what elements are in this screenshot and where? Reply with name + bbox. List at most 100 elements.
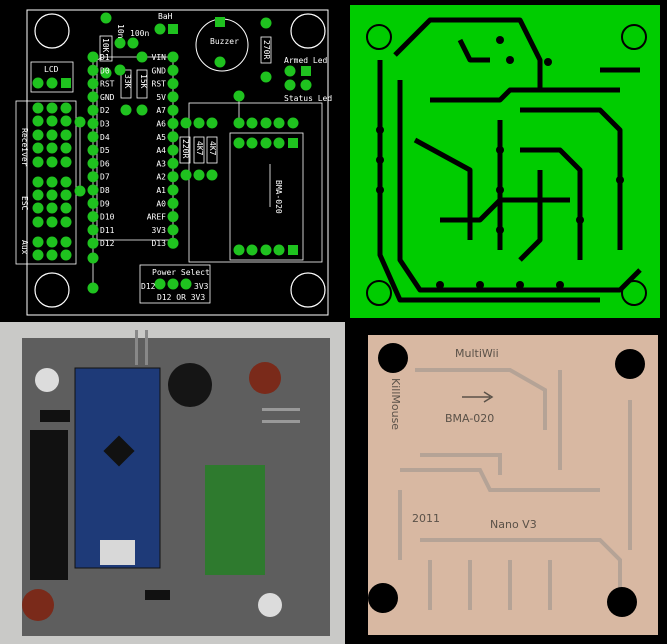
- pad: [60, 189, 72, 201]
- nano-pin-label: 5V: [156, 93, 166, 102]
- pad: [87, 144, 99, 156]
- resistor-220r: [179, 136, 191, 164]
- pad: [167, 78, 179, 90]
- pad: [167, 51, 179, 63]
- pad: [100, 67, 112, 79]
- resistor-33k: [120, 69, 132, 99]
- pad: [288, 138, 298, 148]
- esc-label: ESC: [20, 196, 29, 211]
- pad: [60, 176, 72, 188]
- pad: [136, 104, 148, 116]
- nano-pin-label: D4: [100, 133, 110, 142]
- nano-pin-label: D10: [100, 213, 115, 222]
- pad: [87, 171, 99, 183]
- pad: [260, 117, 272, 129]
- buzzer-label: Buzzer: [210, 37, 239, 46]
- nano-pin-label: D7: [100, 173, 110, 182]
- nano-pin-label: D12: [100, 239, 115, 248]
- pad: [301, 66, 311, 76]
- pad: [206, 117, 218, 129]
- nano-pin-label: A7: [156, 106, 166, 115]
- pad: [60, 216, 72, 228]
- usb-connector: [100, 540, 135, 565]
- nano-pin-label: D11: [100, 226, 115, 235]
- pad: [167, 104, 179, 116]
- lcd-box: [30, 61, 74, 93]
- pad: [46, 129, 58, 141]
- nano-pin-label: A4: [156, 146, 166, 155]
- nano-pin-label: D13: [152, 239, 167, 248]
- pad: [214, 56, 226, 68]
- pad: [167, 157, 179, 169]
- arrow-icon: [462, 391, 494, 403]
- pad: [32, 189, 44, 201]
- resistor-270r: [260, 36, 272, 64]
- pad: [206, 169, 218, 181]
- pad: [233, 90, 245, 102]
- pad: [46, 102, 58, 114]
- pad: [60, 236, 72, 248]
- pad: [136, 51, 148, 63]
- pad: [127, 37, 139, 49]
- pad: [233, 137, 245, 149]
- pad: [167, 91, 179, 103]
- nano-pin-label: 3V3: [152, 226, 167, 235]
- pad: [215, 17, 225, 27]
- power-select-label: Power Select: [152, 268, 210, 277]
- pad: [60, 156, 72, 168]
- pad: [46, 236, 58, 248]
- pad: [273, 244, 285, 256]
- header-pin: [135, 330, 138, 365]
- pad: [32, 176, 44, 188]
- resistor-15k: [136, 69, 148, 99]
- nano-pin-label: A3: [156, 159, 166, 168]
- mounting-hole: [258, 593, 282, 617]
- pad: [46, 249, 58, 261]
- pad: [87, 211, 99, 223]
- res-220r-label: 220R: [181, 139, 190, 158]
- pad: [273, 137, 285, 149]
- pad-group: [32, 12, 312, 294]
- pad: [246, 137, 258, 149]
- pad: [167, 224, 179, 236]
- power-select-caption: D12 OR 3V3: [157, 293, 205, 302]
- pad: [233, 244, 245, 256]
- arduino-nano: [74, 367, 161, 569]
- res-15k-label: 15K: [139, 74, 148, 89]
- pad: [60, 129, 72, 141]
- res-4k7-a-label: 4K7: [195, 141, 204, 156]
- header-pin: [262, 408, 300, 411]
- pad: [87, 78, 99, 90]
- bma-module-box: [188, 102, 323, 263]
- pad: [32, 216, 44, 228]
- res-10k-label: 10K: [101, 38, 110, 53]
- nano-pin-label: D9: [100, 199, 110, 208]
- pad: [60, 115, 72, 127]
- pad: [87, 104, 99, 116]
- pad: [233, 117, 245, 129]
- resistor-4k7-a: [193, 136, 205, 164]
- bma-label: BMA-020: [274, 180, 283, 214]
- pad: [60, 249, 72, 261]
- pad: [46, 176, 58, 188]
- pad: [32, 129, 44, 141]
- pcb-layout-view: Buzzer LCD Receiver ESC Aux Armed Led St…: [15, 9, 332, 316]
- pad: [167, 144, 179, 156]
- pad: [260, 137, 272, 149]
- nano-pin-label: RST: [100, 80, 115, 89]
- nano-v3-text: Nano V3: [490, 518, 537, 531]
- pad: [193, 117, 205, 129]
- buzzer: [168, 363, 212, 407]
- pad: [167, 211, 179, 223]
- pad: [87, 184, 99, 196]
- rubber-standoff: [249, 362, 281, 394]
- board-outline: [26, 9, 329, 316]
- pad: [46, 77, 58, 89]
- pad: [167, 131, 179, 143]
- pad: [87, 224, 99, 236]
- nano-pin-label: D5: [100, 146, 110, 155]
- pad: [288, 245, 298, 255]
- pad: [87, 51, 99, 63]
- nano-pin-label: D0: [100, 66, 110, 75]
- mounting-hole: [35, 368, 59, 392]
